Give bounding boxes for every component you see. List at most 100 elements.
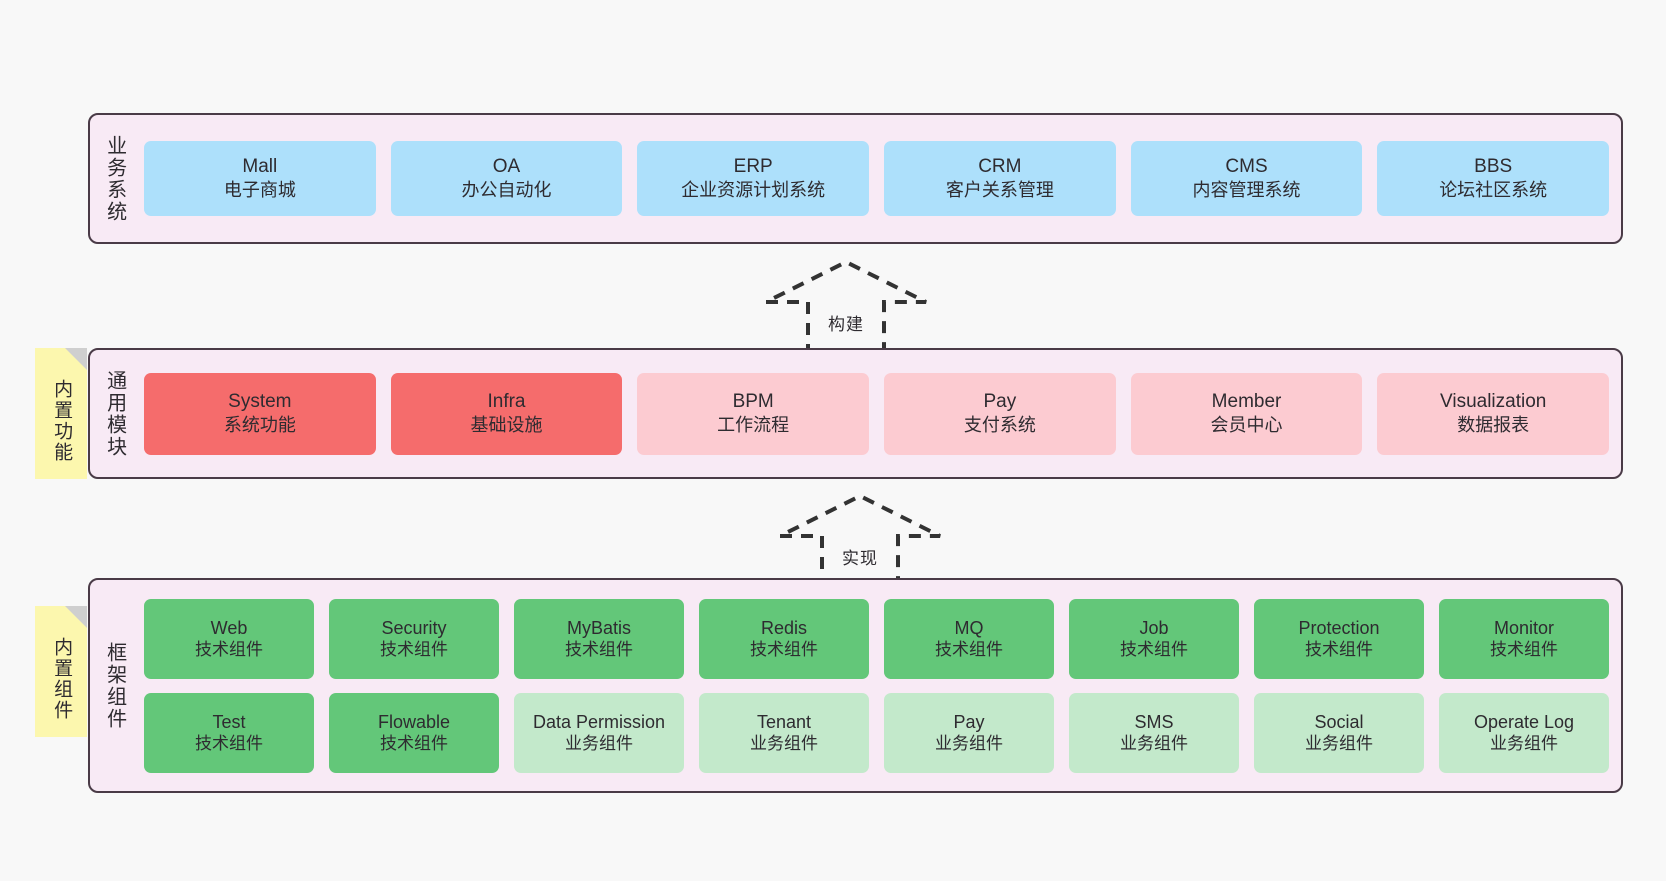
card-mybatis[interactable]: MyBatis 技术组件 [514,598,684,679]
card-title: Visualization [1440,391,1547,413]
card-subtitle: 业务组件 [1490,734,1558,754]
card-subtitle: 业务组件 [935,734,1003,754]
card-subtitle: 系统功能 [223,415,296,436]
card-subtitle: 数据报表 [1457,415,1530,436]
card-subtitle: 技术组件 [1490,640,1558,660]
card-data-permission[interactable]: Data Permission 业务组件 [514,692,684,773]
card-subtitle: 业务组件 [565,734,633,754]
card-subtitle: 技术组件 [195,640,263,660]
card-title: System [228,391,292,413]
card-test[interactable]: Test 技术组件 [144,692,314,773]
card-bbs[interactable]: BBS 论坛社区系统 [1377,141,1610,216]
card-title: Security [381,617,447,638]
card-title: ERP [733,156,773,178]
card-subtitle: 技术组件 [750,640,818,660]
card-subtitle: 技术组件 [935,640,1003,660]
card-subtitle: 内容管理系统 [1192,180,1301,201]
card-protection[interactable]: Protection 技术组件 [1254,598,1424,679]
layer-title-framework-component: 框架组件 [103,641,126,730]
card-subtitle: 业务组件 [1120,734,1188,754]
card-web[interactable]: Web 技术组件 [144,598,314,679]
card-row: Web 技术组件 Security 技术组件 MyBatis 技术组件 Redi… [144,598,1609,679]
card-subtitle: 技术组件 [380,734,448,754]
card-mall[interactable]: Mall 电子商城 [144,141,376,216]
note-tag-label: 内置功能 [51,378,73,463]
layer-common-module: 通用模块 System 系统功能 Infra 基础设施 BPM 工作流程 Pay… [88,348,1623,479]
note-fold-icon [65,606,87,628]
card-mq[interactable]: MQ 技术组件 [884,598,1054,679]
card-pay[interactable]: Pay 支付系统 [884,372,1116,455]
card-title: CMS [1225,156,1268,178]
card-title: Infra [487,391,526,413]
card-pay-business[interactable]: Pay 业务组件 [884,692,1054,773]
card-flowable[interactable]: Flowable 技术组件 [329,692,499,773]
card-monitor[interactable]: Monitor 技术组件 [1439,598,1609,679]
card-title: Member [1211,391,1282,413]
card-title: MyBatis [566,617,631,638]
card-title: Monitor [1493,617,1555,638]
card-infra[interactable]: Infra 基础设施 [390,372,623,455]
card-subtitle: 技术组件 [1305,640,1373,660]
layer-title-common-module: 通用模块 [103,369,126,458]
card-subtitle: 技术组件 [1120,640,1188,660]
card-subtitle: 业务组件 [1305,734,1373,754]
card-title: OA [492,156,521,178]
note-tag-builtin-functions: 内置功能 [35,348,87,479]
layer-body-framework-component: Web 技术组件 Security 技术组件 MyBatis 技术组件 Redi… [138,580,1621,791]
card-subtitle: 会员中心 [1210,415,1283,436]
card-subtitle: 技术组件 [195,734,263,754]
layer-framework-component: 框架组件 Web 技术组件 Security 技术组件 MyBatis 技术组件… [88,578,1623,793]
card-title: Data Permission [532,711,666,732]
card-subtitle: 业务组件 [750,734,818,754]
connector-label-realize: 实现 [842,549,878,568]
card-erp[interactable]: ERP 企业资源计划系统 [637,141,870,216]
card-title: Flowable [377,711,451,732]
card-subtitle: 基础设施 [470,415,543,436]
card-cms[interactable]: CMS 内容管理系统 [1130,141,1363,216]
card-title: BBS [1474,156,1513,178]
card-security[interactable]: Security 技术组件 [329,598,499,679]
card-title: Operate Log [1473,711,1575,732]
card-title: Test [212,711,246,732]
card-system[interactable]: System 系统功能 [144,372,376,455]
note-fold-icon [65,348,87,370]
card-sms[interactable]: SMS 业务组件 [1069,692,1239,773]
connector-label-build: 构建 [828,315,864,334]
card-crm[interactable]: CRM 客户关系管理 [884,141,1116,216]
card-social[interactable]: Social 业务组件 [1254,692,1424,773]
card-title: SMS [1134,711,1174,732]
card-subtitle: 技术组件 [565,640,633,660]
card-job[interactable]: Job 技术组件 [1069,598,1239,679]
card-member[interactable]: Member 会员中心 [1130,372,1363,455]
connector-realize-arrow: 实现 [772,492,948,596]
card-tenant[interactable]: Tenant 业务组件 [699,692,869,773]
card-title: BPM [732,391,774,413]
card-operate-log[interactable]: Operate Log 业务组件 [1439,692,1609,773]
card-visualization[interactable]: Visualization 数据报表 [1377,372,1610,455]
card-oa[interactable]: OA 办公自动化 [390,141,623,216]
card-title: Social [1314,711,1364,732]
card-row: Test 技术组件 Flowable 技术组件 Data Permission … [144,692,1609,773]
card-title: Tenant [756,711,812,732]
card-title: MQ [954,617,984,638]
card-subtitle: 客户关系管理 [945,180,1054,201]
card-title: Job [1139,617,1169,638]
card-subtitle: 电子商城 [223,180,296,201]
connector-build-arrow: 构建 [758,258,934,362]
card-redis[interactable]: Redis 技术组件 [699,598,869,679]
card-title: Mall [242,156,278,178]
card-row: Mall 电子商城 OA 办公自动化 ERP 企业资源计划系统 CRM 客户关系… [144,141,1610,216]
card-title: Pay [953,711,985,732]
note-tag-label: 内置组件 [51,636,73,721]
card-subtitle: 技术组件 [380,640,448,660]
card-bpm[interactable]: BPM 工作流程 [637,372,870,455]
layer-business-system: 业务系统 Mall 电子商城 OA 办公自动化 ERP 企业资源计划系统 CRM… [88,113,1623,244]
card-row: System 系统功能 Infra 基础设施 BPM 工作流程 Pay 支付系统… [144,372,1610,455]
card-title: Pay [983,391,1017,413]
layer-title-business-system: 业务系统 [103,134,126,223]
card-subtitle: 办公自动化 [461,180,552,201]
note-tag-builtin-components: 内置组件 [35,606,87,737]
card-subtitle: 企业资源计划系统 [681,180,826,201]
card-title: CRM [978,156,1022,178]
